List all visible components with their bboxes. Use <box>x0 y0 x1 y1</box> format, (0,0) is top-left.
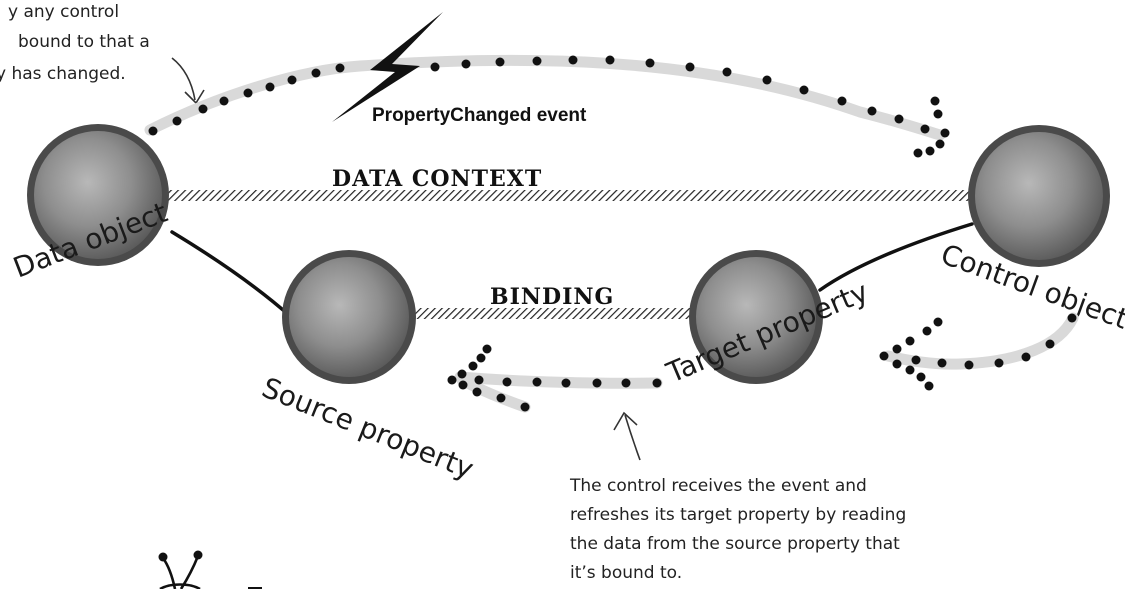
bottom-note-line-1: The control receives the event and <box>569 476 867 496</box>
data-object-node <box>27 124 169 266</box>
top-left-note: y any control bound to that a y has chan… <box>0 2 205 105</box>
event-path-top <box>144 54 950 158</box>
data-to-source-connector <box>170 230 292 318</box>
binding-link: BINDING <box>412 284 695 319</box>
control-object-node <box>968 125 1110 267</box>
bottom-note-line-4: it’s bound to. <box>570 563 682 583</box>
top-left-note-arrow-icon <box>171 57 205 105</box>
source-property-node <box>282 250 416 384</box>
event-label: PropertyChanged event <box>372 105 587 126</box>
event-path-top-dots <box>148 55 950 158</box>
control-to-target-connector <box>818 222 974 292</box>
bottom-note: The control receives the event and refre… <box>569 411 906 583</box>
data-context-link: DATA CONTEXT <box>168 166 970 201</box>
data-context-label: DATA CONTEXT <box>332 166 542 192</box>
lightning-bolt-icon <box>332 12 443 122</box>
top-left-note-line-2: bound to that a <box>18 32 150 52</box>
event-path-bottom <box>447 344 663 413</box>
event-path-right <box>879 312 1079 391</box>
target-property-node <box>689 250 823 384</box>
bottom-note-line-2: refreshes its target property by reading <box>570 505 906 525</box>
bottom-note-arrow-icon <box>613 411 641 461</box>
top-left-note-line-3: y has changed. <box>0 64 126 84</box>
bottom-note-line-3: the data from the source property that <box>570 534 900 554</box>
event-path-bottom-dots <box>447 344 662 412</box>
binding-label: BINDING <box>490 284 614 310</box>
character-antennae-icon <box>158 550 262 589</box>
top-left-note-line-1: y any control <box>8 2 119 22</box>
source-property-label: Source property <box>257 371 478 486</box>
event-path-right-dots <box>879 313 1077 391</box>
